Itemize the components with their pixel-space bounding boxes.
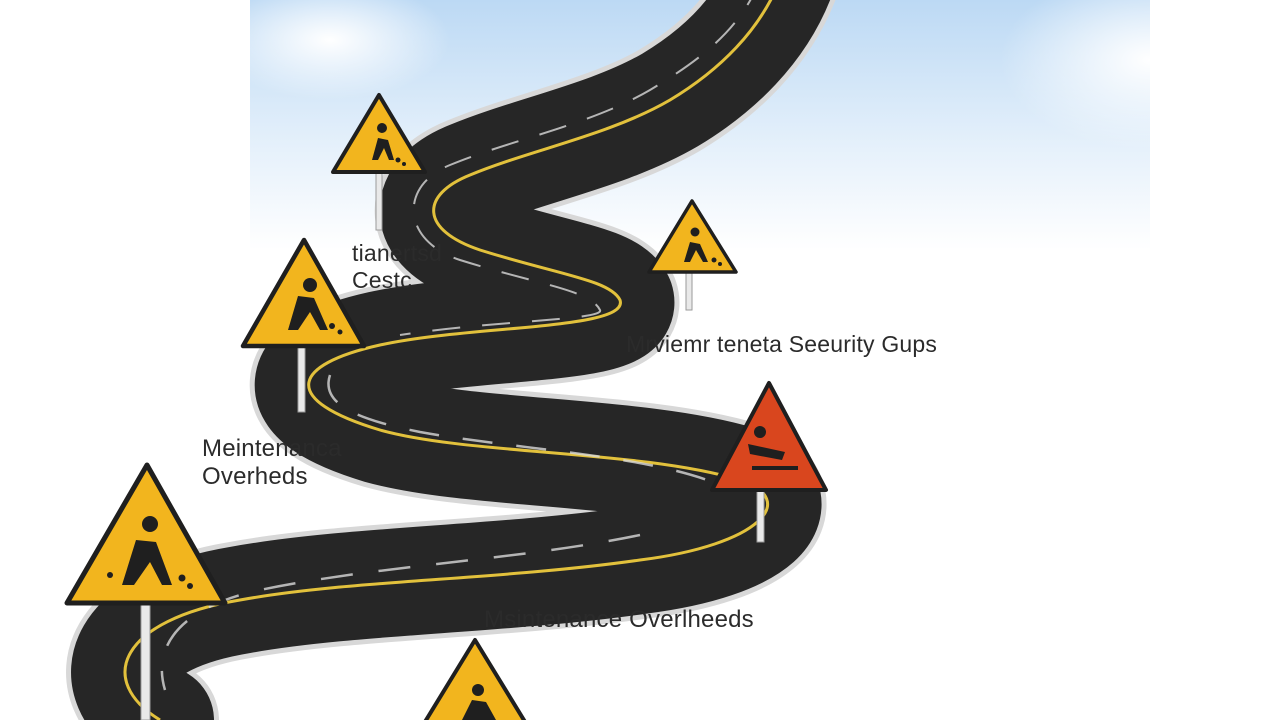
- worker-warning-icon: [372, 123, 406, 166]
- warning-sign: [240, 237, 367, 413]
- label-line: tianertsd: [352, 240, 443, 266]
- label-line: Overheds: [202, 463, 308, 491]
- lane-marking: [160, 533, 641, 691]
- fallen-worker-warning-icon: [748, 426, 798, 470]
- maintenance-overheads-bottom-label: Msintenance Overlheeds: [484, 606, 754, 633]
- warning-sign: [423, 638, 527, 720]
- worker-warning-icon: [288, 278, 343, 335]
- label-line: Meintenanca: [202, 435, 342, 462]
- worker-warning-icon: [107, 516, 193, 589]
- worker-warning-icon: [684, 227, 722, 266]
- warning-sign: [331, 93, 427, 231]
- warning-sign: [710, 381, 828, 543]
- label-line: Cestc: [352, 267, 412, 294]
- cloud: [210, 0, 450, 100]
- lane-marking: [399, 0, 752, 336]
- road-centerline: [123, 0, 773, 720]
- maintenance-overheads-label: Meintenanca Overheds: [202, 435, 342, 492]
- winding-road: [66, 0, 836, 720]
- security-gaps-label: Mrviemr teneta Seeurity Gups: [626, 331, 938, 357]
- warning-sign: [647, 199, 738, 311]
- warning-sign: [64, 462, 228, 720]
- cloud: [1000, 0, 1280, 150]
- worker-warning-icon: [462, 684, 496, 720]
- unexpected-costs-label: tianertsd Cestc: [352, 240, 442, 294]
